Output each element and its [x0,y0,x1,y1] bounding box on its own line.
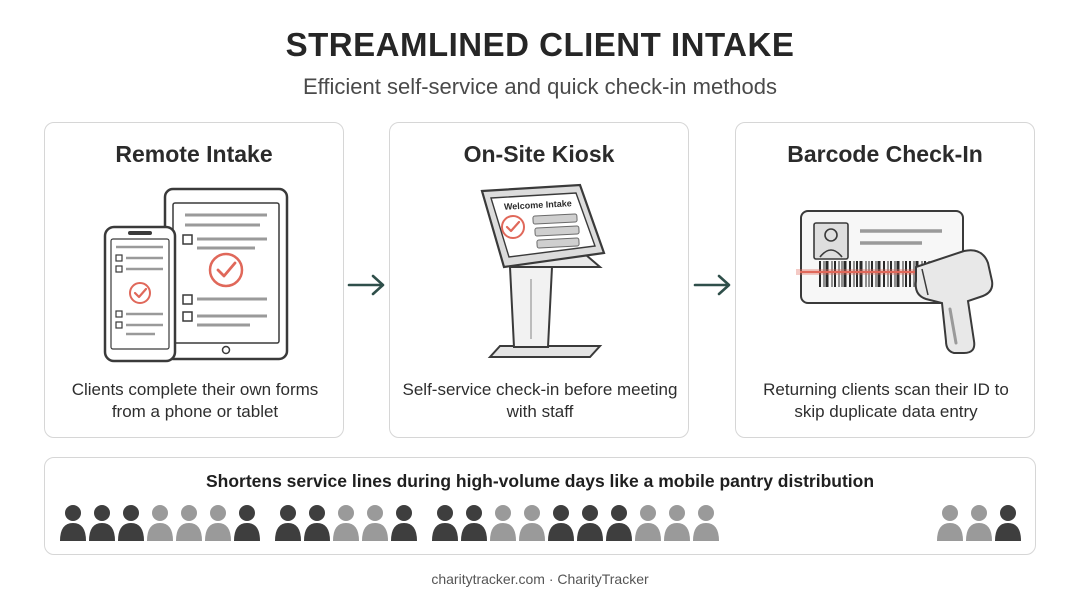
card-description-on-site-kiosk: Self-service check-in before meeting wit… [402,380,678,421]
person-icon [519,505,545,541]
card-title-barcode-check-in: Barcode Check-In [787,141,983,167]
kiosk-screen-text: Welcome Intake [504,198,572,212]
person-icon [118,505,144,541]
person-icon [147,505,173,541]
person-icon [304,505,330,541]
person-icon [89,505,115,541]
person-icon [205,505,231,541]
footer-source: charitytracker.com · CharityTracker [431,571,649,587]
service-lines-banner: Shortens service lines during high-volum… [44,457,1036,555]
kiosk-icon: Welcome Intake [480,183,606,358]
person-icon [606,505,632,541]
page-title: STREAMLINED CLIENT INTAKE [285,26,795,63]
person-icon [60,505,86,541]
arrow-right-icon [347,272,387,298]
person-icon [391,505,417,541]
crowd-of-people-icon [60,505,1021,541]
person-icon [548,505,574,541]
barcode-scanner-icon [796,210,994,354]
card-description-barcode-check-in: Returning clients scan their ID to skip … [763,380,1009,421]
person-icon [234,505,260,541]
person-icon [995,505,1021,541]
card-barcode-check-in: Barcode Check-In Returning clients scan … [735,122,1035,438]
person-icon [362,505,388,541]
phone-tablet-form-icon [103,187,289,363]
person-icon [937,505,963,541]
person-icon [966,505,992,541]
card-title-remote-intake: Remote Intake [115,141,273,167]
person-icon [490,505,516,541]
person-icon [664,505,690,541]
person-icon [432,505,458,541]
page-subtitle: Efficient self-service and quick check-i… [302,74,778,99]
card-description-remote-intake: Clients complete their own forms from a … [71,380,319,421]
card-title-on-site-kiosk: On-Site Kiosk [463,141,615,167]
person-icon [577,505,603,541]
person-icon [333,505,359,541]
person-icon [461,505,487,541]
card-remote-intake: Remote Intake Clients complete t [44,122,344,438]
person-icon [176,505,202,541]
banner-text: Shortens service lines during high-volum… [205,471,875,491]
person-icon [693,505,719,541]
person-icon [275,505,301,541]
card-on-site-kiosk: On-Site Kiosk Welcome Intake Self-servic… [389,122,689,438]
person-icon [635,505,661,541]
arrow-right-icon [693,272,733,298]
